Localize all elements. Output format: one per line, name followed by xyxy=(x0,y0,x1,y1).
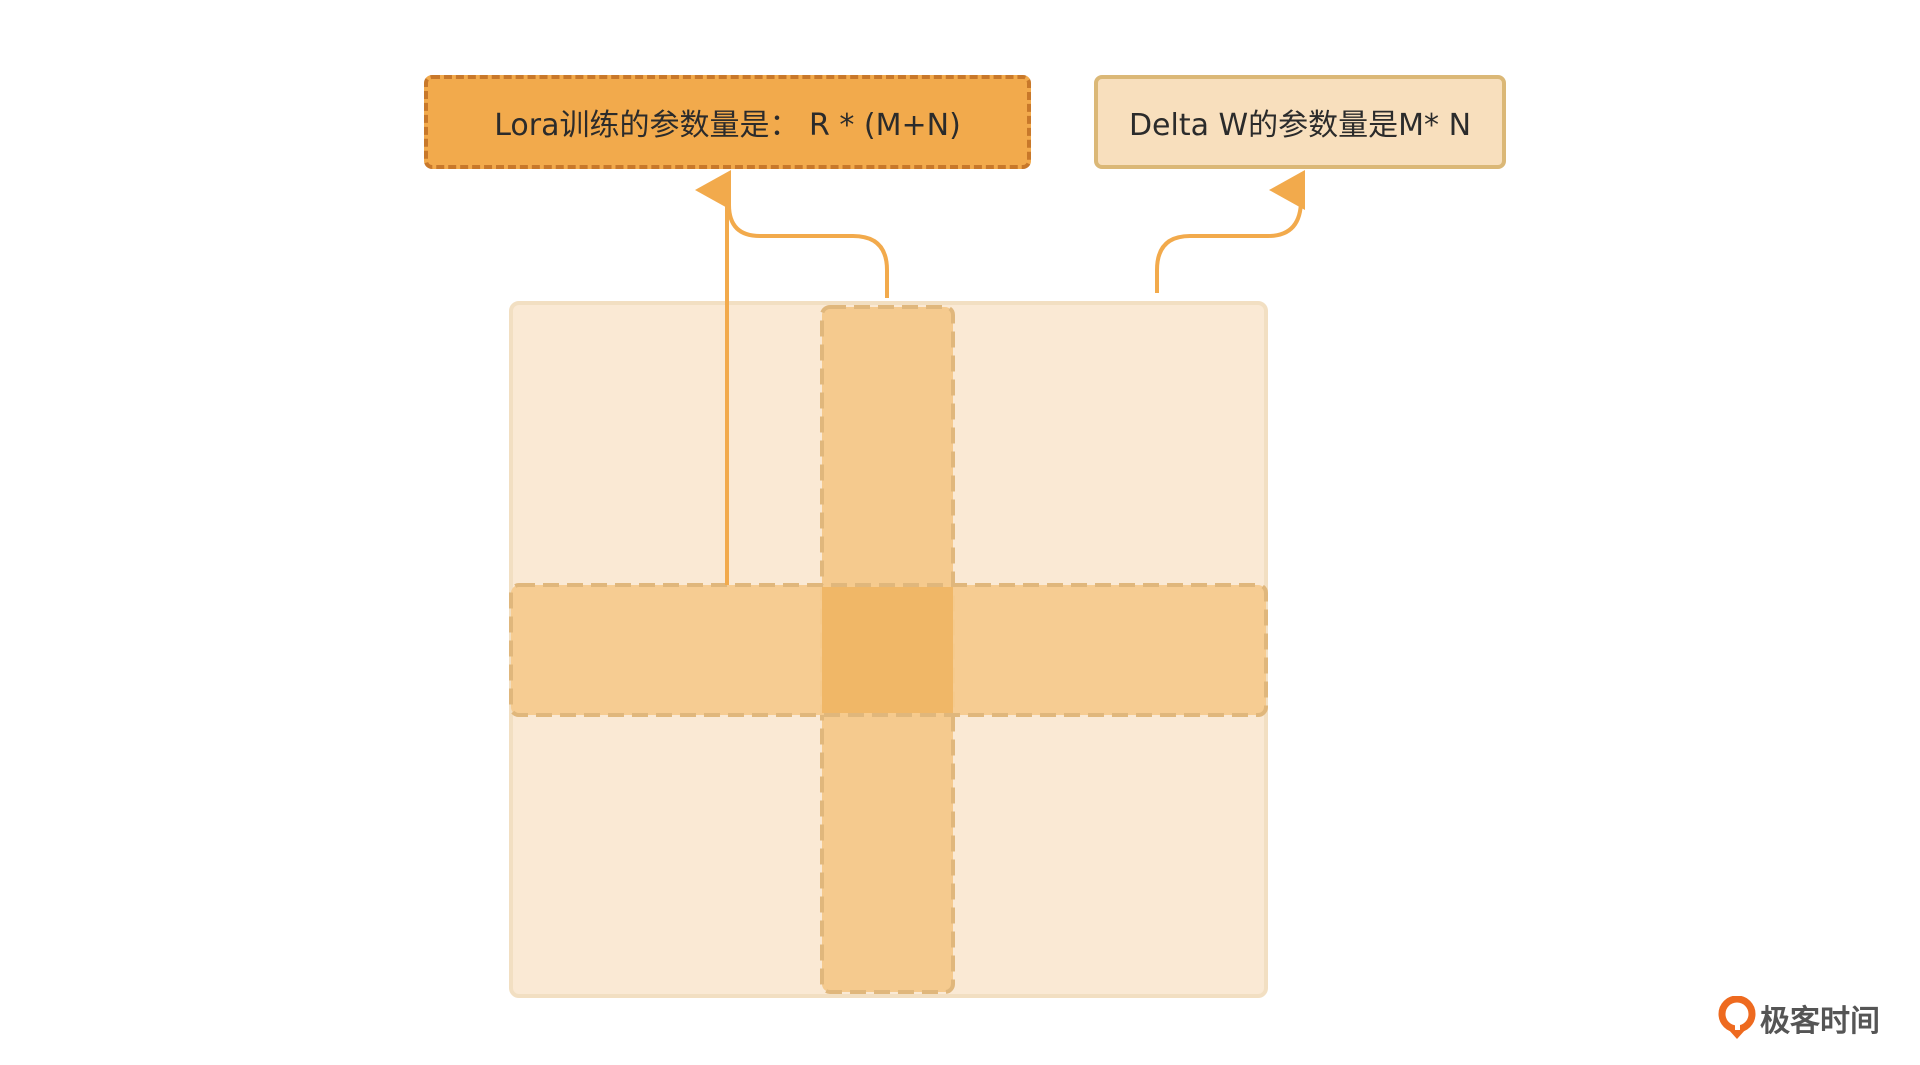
arrow-matrix-to-delta xyxy=(1155,170,1305,293)
geektime-logo-icon xyxy=(1718,996,1756,1039)
delta-w-params-label: Delta W的参数量是M* N xyxy=(1094,75,1506,169)
geektime-logo: 极客时间 xyxy=(1718,996,1880,1040)
lora-params-label: Lora训练的参数量是： R * (M+N) xyxy=(424,75,1031,169)
lora-params-text: Lora训练的参数量是： R * (M+N) xyxy=(494,108,961,143)
arrow-column-to-lora xyxy=(727,204,889,298)
geektime-logo-text: 极客时间 xyxy=(1760,1004,1880,1039)
overlap-region xyxy=(822,587,953,713)
delta-w-params-text: Delta W的参数量是M* N xyxy=(1128,108,1472,143)
